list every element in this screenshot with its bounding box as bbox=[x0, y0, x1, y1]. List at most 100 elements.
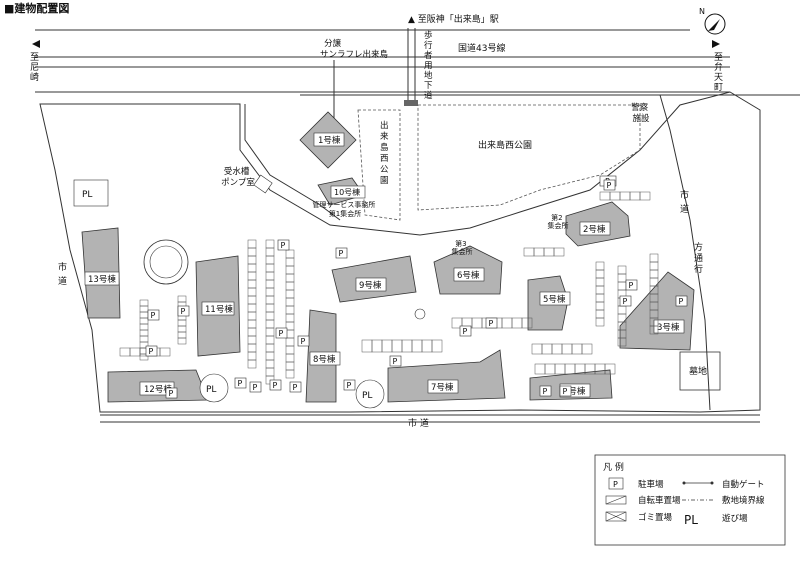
parking-mark: P bbox=[393, 357, 398, 366]
parking-icon: P bbox=[625, 279, 638, 291]
parking-icon: P bbox=[559, 385, 572, 397]
building-8: 8号棟 bbox=[305, 309, 341, 403]
parking-icon: P bbox=[177, 305, 190, 317]
parking-icon: P bbox=[335, 247, 348, 259]
parking-mark: P bbox=[238, 379, 243, 388]
parking-icon: P bbox=[485, 317, 498, 329]
parking-stall bbox=[285, 313, 295, 323]
parking-stall bbox=[553, 247, 565, 257]
building-10: 10号棟 bbox=[317, 177, 366, 206]
city-road-bottom-label: 市 道 bbox=[408, 417, 429, 429]
west-direction: 至尼崎 bbox=[30, 40, 40, 83]
building-13: 13号棟 bbox=[81, 227, 121, 319]
parking-icon: P bbox=[277, 239, 290, 251]
meeting2-label: 第2 集会所 bbox=[548, 213, 569, 230]
legend-title: 凡 例 bbox=[603, 461, 624, 473]
building-6: 6号棟 bbox=[433, 245, 503, 295]
parking-stall bbox=[247, 327, 257, 337]
pedestrian-underpass bbox=[404, 28, 418, 106]
parking-stall bbox=[599, 191, 611, 201]
building-9: 9号棟 bbox=[331, 255, 417, 303]
parking-stall bbox=[247, 303, 257, 313]
parking-stall bbox=[401, 339, 413, 353]
parking-stall bbox=[285, 305, 295, 315]
parking-stall bbox=[649, 253, 659, 263]
parking-stall bbox=[649, 325, 659, 335]
parking-stall bbox=[247, 247, 257, 257]
parking-mark: P bbox=[181, 307, 186, 316]
north-label: N bbox=[699, 7, 705, 16]
parking-stall bbox=[177, 325, 187, 333]
svg-text:1号棟: 1号棟 bbox=[318, 135, 341, 146]
parking-stall bbox=[177, 295, 187, 303]
parking-stall bbox=[471, 317, 483, 329]
parking-stall bbox=[139, 305, 149, 313]
parking-stall bbox=[285, 273, 295, 283]
parking-mark: P bbox=[347, 381, 352, 390]
parking-stall bbox=[177, 337, 187, 345]
parking-stall bbox=[265, 255, 275, 265]
parking-mark: P bbox=[273, 381, 278, 390]
east-label: 至弁天町 bbox=[714, 52, 723, 93]
park-north-label: 出来島西公園 bbox=[478, 139, 532, 151]
parking-stall bbox=[285, 249, 295, 259]
east-direction: 至弁天町 bbox=[712, 40, 723, 93]
parking-stall bbox=[265, 343, 275, 353]
parking-stall bbox=[501, 317, 513, 329]
parking-stall bbox=[285, 289, 295, 299]
parking-stall bbox=[285, 361, 295, 371]
parking-stall bbox=[265, 239, 275, 249]
parking-stall bbox=[139, 317, 149, 325]
parking-mark: P bbox=[151, 311, 156, 320]
parking-stall bbox=[177, 331, 187, 339]
parking-stall bbox=[521, 317, 533, 329]
parking-stall bbox=[604, 363, 616, 375]
underpass-label: 歩行者用地下道 bbox=[424, 30, 433, 101]
parking-mark: P bbox=[679, 297, 684, 306]
sale-label: 分譲 サンラフレ出来島 bbox=[320, 38, 389, 60]
parking-stall bbox=[595, 285, 605, 295]
parking-stall bbox=[159, 347, 171, 357]
parking-stall bbox=[247, 295, 257, 305]
svg-text:4号棟: 4号棟 bbox=[563, 386, 586, 397]
parking-stall bbox=[139, 353, 149, 361]
parking-icon: P bbox=[675, 295, 688, 307]
parking-icon: P bbox=[145, 345, 158, 357]
building-3: 3号棟 bbox=[619, 271, 695, 351]
parking-mark: P bbox=[279, 329, 284, 338]
park-north-area bbox=[417, 104, 641, 211]
park-west-area bbox=[357, 109, 401, 221]
west-label: 至尼崎 bbox=[30, 52, 39, 83]
parking-mark: P bbox=[489, 319, 494, 328]
center-fountain bbox=[414, 308, 426, 320]
parking-stall bbox=[285, 337, 295, 347]
parking-mark: P bbox=[607, 181, 612, 190]
parking-stall bbox=[581, 343, 593, 355]
parking-icon: P bbox=[289, 381, 302, 393]
city-road-left-label: 市道 bbox=[58, 261, 67, 287]
parking-stall bbox=[381, 339, 393, 353]
parking-legend-icon bbox=[608, 477, 624, 490]
legend-parking: 駐車場 bbox=[638, 479, 664, 490]
svg-text:5号棟: 5号棟 bbox=[543, 294, 566, 305]
building-11: 11号棟 bbox=[195, 255, 241, 357]
parking-stall bbox=[551, 343, 563, 355]
parking-icon: P bbox=[619, 295, 632, 307]
parking-stall bbox=[265, 271, 275, 281]
svg-text:10号棟: 10号棟 bbox=[334, 187, 360, 197]
svg-text:9号棟: 9号棟 bbox=[359, 280, 382, 291]
parking-mark: P bbox=[301, 337, 306, 346]
parking-icon: P bbox=[539, 385, 552, 397]
svg-text:3号棟: 3号棟 bbox=[657, 322, 680, 333]
parking-stall bbox=[617, 281, 627, 291]
parking-stall bbox=[247, 255, 257, 265]
svg-text:2号棟: 2号棟 bbox=[583, 224, 606, 235]
svg-text:PL: PL bbox=[362, 391, 372, 401]
oneway-label: 方通行 bbox=[694, 241, 703, 275]
svg-text:P: P bbox=[613, 480, 618, 489]
parking-stall bbox=[139, 311, 149, 319]
parking-mark: P bbox=[281, 241, 286, 250]
parking-stall bbox=[391, 339, 403, 353]
